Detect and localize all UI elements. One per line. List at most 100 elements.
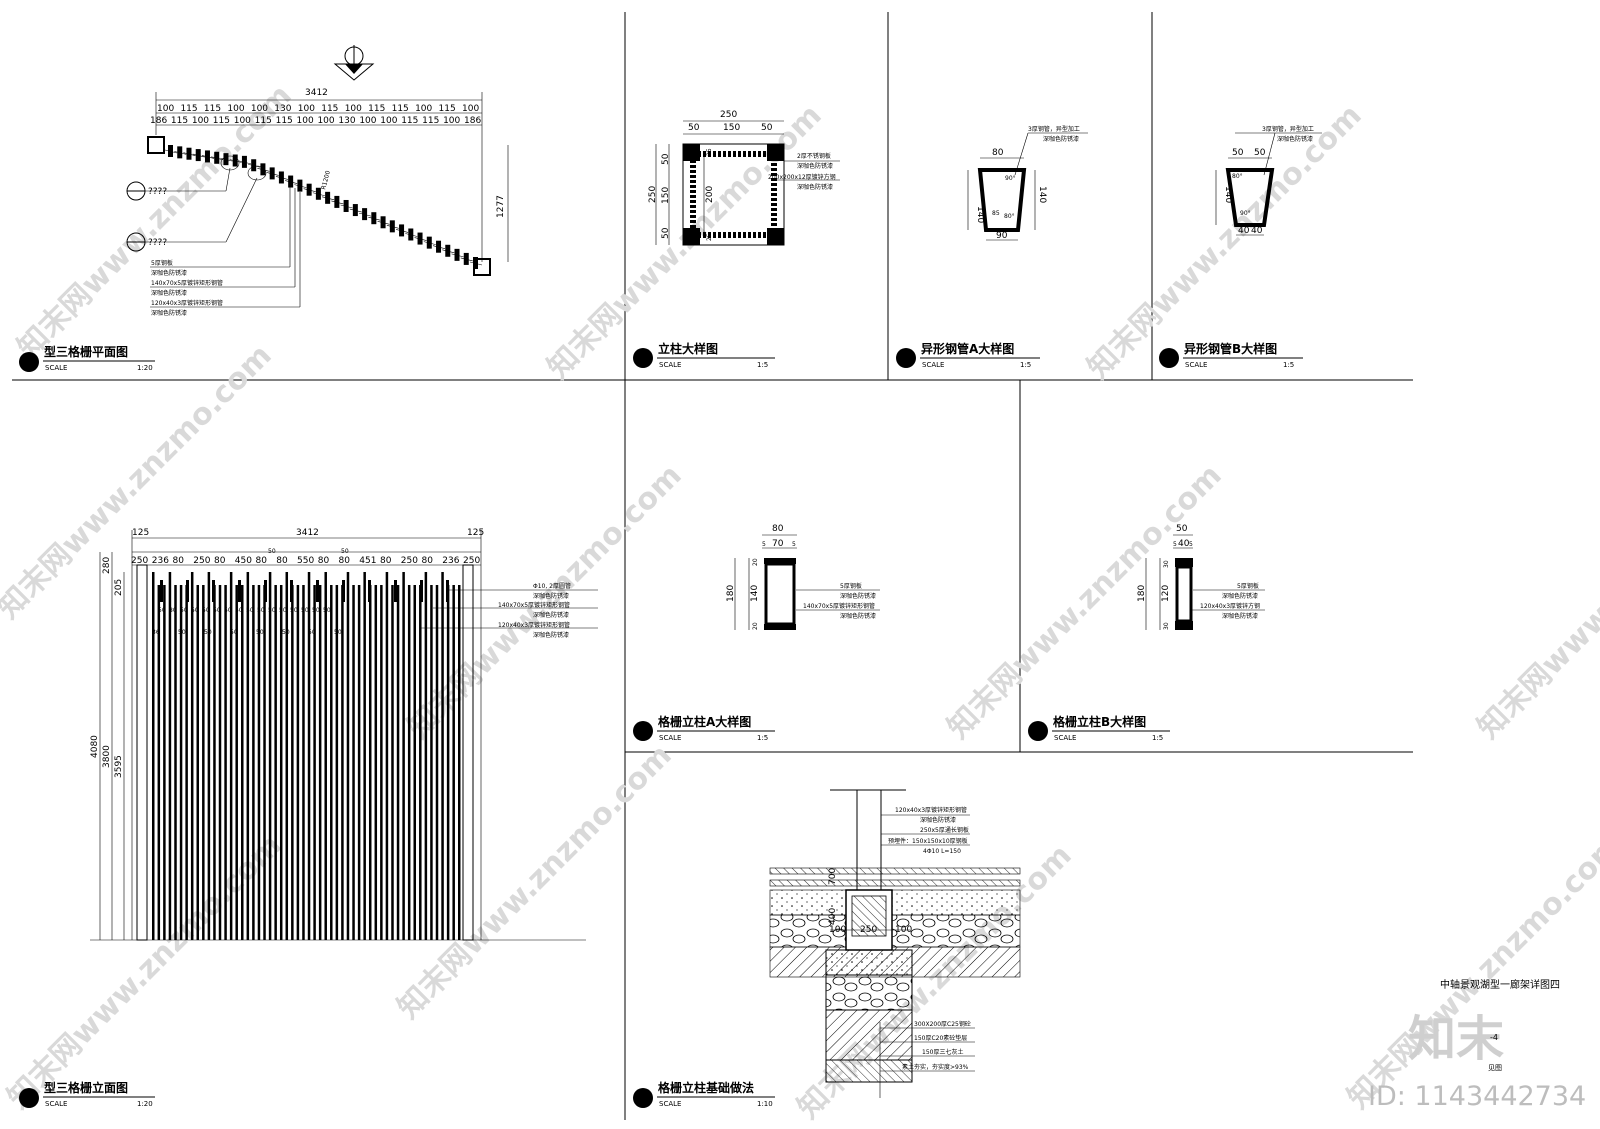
elevation-slat [218,585,222,940]
elevation-slat [391,585,394,940]
elevation-slat [363,572,366,940]
svg-text:125: 125 [467,528,484,538]
elevation-slat [307,572,311,940]
svg-text:Φ10, 2厚圆管: Φ10, 2厚圆管 [533,582,571,590]
plan-slat [454,248,460,261]
plan-radius-label: R1200 [320,170,332,191]
svg-text:40: 40 [1178,539,1190,549]
svg-text:40: 40 [1238,226,1250,236]
elevation-small-dim: 50 [180,607,188,614]
plan-slat [288,175,294,188]
pipe-a-detail-drawing: 80 90 140 140 90° 85 80° 3厚钢管，异型加工 深咖色防锈… [896,125,1088,369]
elevation-slat [435,585,439,940]
svg-text:5厚钢板: 5厚钢板 [151,259,173,267]
svg-text:250: 250 [860,925,877,935]
svg-text:5: 5 [1173,541,1177,548]
svg-text:40: 40 [1251,226,1263,236]
plan-slat [241,155,247,168]
svg-text:5: 5 [762,541,766,548]
section-marker: ???? [126,177,258,252]
elevation-small-dim: 50 [290,607,298,614]
elevation-tick [212,580,215,602]
elevation-dim-label: 80 [339,556,351,566]
elevation-dim-label: 80 [276,556,288,566]
svg-text:100: 100 [895,925,912,935]
elevation-dim-label: 250 [193,556,210,566]
elevation-small-dim: 50 [178,629,186,636]
svg-text:400: 400 [828,908,838,925]
panel-frame [12,12,1413,1120]
plan-dim-label: 100 [345,104,362,114]
plan-slat [195,149,201,162]
svg-text:SCALE: SCALE [659,734,681,742]
svg-text:深咖色防锈漆: 深咖色防锈漆 [533,592,569,600]
plan-slat [186,147,192,160]
elevation-slat [335,585,339,940]
elevation-slat [174,585,177,940]
elevation-slat [302,585,305,940]
elevation-slat [413,585,416,940]
elevation-slat [263,585,266,940]
elevation-dim-label: 450 [235,556,252,566]
elevation-small-dim: 50 [224,607,232,614]
plan-dim-label: 100 [192,116,209,126]
elevation-tick [316,580,319,602]
elevation-small-dim: 50 [282,629,290,636]
elevation-slat [402,572,405,940]
svg-text:120x40x3厚镀锌矩形钢管: 120x40x3厚镀锌矩形钢管 [895,806,967,814]
plan-dim-label: 130 [338,116,355,126]
plan-slat [177,146,183,159]
svg-text:150厚C20素砼垫层: 150厚C20素砼垫层 [914,1034,967,1042]
svg-text:素土夯实，夯实度>93%: 素土夯实，夯实度>93% [902,1063,969,1071]
elevation-post [136,564,148,941]
elevation-tick [420,580,423,602]
elevation-small-dim: 50 [279,607,287,614]
elevation-dim-label: 80 [318,556,330,566]
svg-text:50: 50 [661,227,671,239]
id-label: ID: 1143442734 [1368,1081,1586,1112]
svg-text:1:10: 1:10 [757,1100,773,1108]
plan-dim-label: 100 [380,116,397,126]
plan-dim-label: 100 [234,116,251,126]
svg-text:140: 140 [1223,186,1233,203]
svg-text:150: 150 [661,187,671,204]
plan-slat [408,228,414,241]
plan-slat [426,236,432,249]
elevation-slat [352,585,355,940]
elevation-slat [341,585,344,940]
svg-text:深咖色防锈漆: 深咖色防锈漆 [797,183,833,191]
svg-text:180: 180 [726,585,736,602]
drawing-title-block: 异形钢管B大样图 SCALE 1:5 [1159,341,1303,369]
elevation-dim-label: 80 [422,556,434,566]
elevation-slat [213,585,216,940]
plan-slat [417,232,423,245]
plan-slat [325,191,331,204]
plan-slat [352,204,358,217]
svg-text:140x70x5厚镀锌矩形钢管: 140x70x5厚镀锌矩形钢管 [151,279,223,287]
svg-text:5厚钢板: 5厚钢板 [840,582,862,590]
svg-text:140x70x5厚镀锌矩形钢管: 140x70x5厚镀锌矩形钢管 [803,602,875,610]
elevation-slat [196,585,200,940]
svg-text:90°: 90° [1240,210,1251,217]
svg-text:SCALE: SCALE [45,1100,67,1108]
elevation-dim-label: 80 [214,556,226,566]
plan-notes: 5厚钢板 深咖色防锈漆 140x70x5厚镀锌矩形钢管 深咖色防锈漆 120x4… [150,183,301,317]
plan-slat [204,150,210,163]
plan-dim-label: 115 [204,104,221,114]
drawing-title-block: 格栅立柱A大样图 SCALE 1:5 [633,714,775,742]
plan-dim-label: 115 [213,116,230,126]
drawing-title: 格栅立柱B大样图 [1053,714,1146,729]
elevation-small-dim: 50 [191,607,199,614]
sheet-info: 中轴景观湖型一廊架详图四 知末 -4 见图 ID: 1143442734 [1368,978,1586,1112]
elevation-dim-label: 80 [256,556,268,566]
plan-dim-label: 100 [298,104,315,114]
svg-text:250x5厚通长钢板: 250x5厚通长钢板 [920,826,969,834]
plan-dim-label: 186 [150,116,167,126]
elevation-slat [224,585,227,940]
plan-slat [399,224,405,237]
elevation-slat [168,572,172,940]
